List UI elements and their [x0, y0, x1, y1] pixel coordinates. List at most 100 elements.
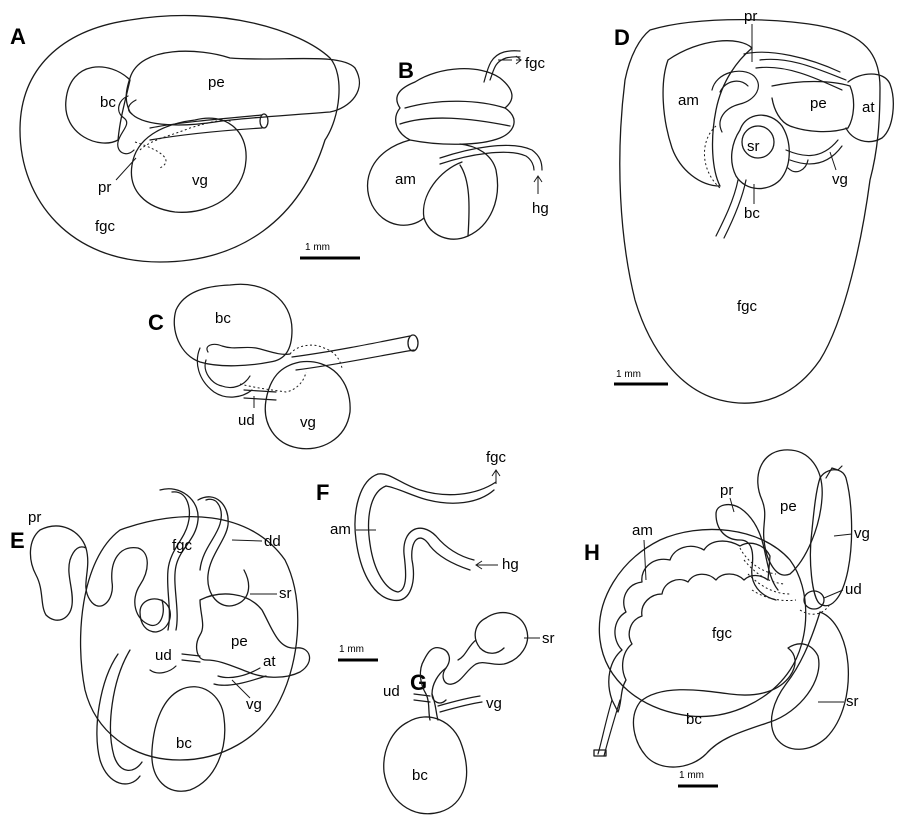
panel-f-label-am: am [330, 521, 351, 538]
panel-d: D pr am pe at sr vg bc fgc 1 mm [614, 8, 893, 403]
panel-a-label-pr: pr [98, 179, 111, 196]
panel-e-dd-tube [160, 489, 249, 630]
panel-f-label-hg: hg [502, 556, 519, 573]
panel-h-label-vg: vg [854, 525, 870, 542]
panel-letter-f: F [316, 480, 329, 505]
panel-h-label-pe: pe [780, 498, 797, 515]
panel-c-tube-end [408, 335, 418, 351]
panel-g-vg-duct [438, 696, 482, 712]
panel-b-arrow-hg [534, 176, 542, 194]
panel-d-label-pr: pr [744, 8, 757, 25]
panel-d-label-fgc: fgc [737, 298, 758, 315]
panel-h-scale-label: 1 mm [679, 770, 704, 781]
panel-b-label-am: am [395, 171, 416, 188]
panel-c-vg-outline [265, 362, 350, 449]
panel-a-fgc-outline [20, 15, 339, 262]
panel-c-label-vg: vg [300, 414, 316, 431]
panel-d-label-at: at [862, 99, 875, 116]
panel-a-vg-outline [131, 118, 246, 212]
panel-e-label-fgc: fgc [172, 537, 193, 554]
panel-h-label-pr: pr [720, 482, 733, 499]
panel-e-label-vg: vg [246, 696, 262, 713]
panel-c-ud-duct [244, 390, 276, 400]
panel-a-duct-end [260, 114, 268, 128]
panel-c-label-bc: bc [215, 310, 231, 327]
panel-e-vg-duct [214, 668, 266, 685]
panel-g-label-vg: vg [486, 695, 502, 712]
panel-f-arrow-hg [476, 561, 498, 569]
panel-g-label-sr: sr [542, 630, 555, 647]
panel-letter-b: B [398, 58, 414, 83]
panel-d-label-pe: pe [810, 95, 827, 112]
panel-h-label-fgc: fgc [712, 625, 733, 642]
panel-b-coil-line-1 [405, 101, 505, 108]
panel-h-label-am: am [632, 522, 653, 539]
panel-e-label-pr: pr [28, 509, 41, 526]
panel-h-am-folds [609, 541, 770, 712]
panel-d-vg-duct [786, 140, 842, 172]
panel-d-pr-coils [712, 52, 846, 132]
panel-b-label-hg: hg [532, 200, 549, 217]
panel-f-am-body [355, 474, 474, 600]
panel-h-label-bc: bc [686, 711, 702, 728]
panel-d-am-outline [663, 41, 752, 186]
panel-e-label-ud: ud [155, 647, 172, 664]
panel-h-leader-am [644, 540, 646, 580]
panel-h-pr-coil [716, 505, 778, 600]
panel-h-label-sr: sr [846, 693, 859, 710]
panel-c-label-ud: ud [238, 412, 255, 429]
panel-d-label-am: am [678, 92, 699, 109]
panel-b-hg-duct [440, 145, 542, 170]
panel-f-am-outline [378, 474, 496, 503]
panel-a: A bc pe pr vg fgc 1 mm [10, 15, 360, 262]
panel-g: G sr ud vg bc [383, 613, 555, 814]
panel-c-coiled-duct [197, 344, 290, 397]
panel-e-left-loop [97, 650, 142, 784]
panel-d-scale-label: 1 mm [616, 369, 641, 380]
panel-d-long-duct [716, 180, 746, 238]
panel-e-loop [140, 599, 170, 632]
panel-g-sr-inner [432, 618, 504, 703]
panel-letter-d: D [614, 25, 630, 50]
panel-d-label-sr: sr [747, 138, 760, 155]
panel-e-pr-coils [30, 526, 163, 625]
panel-f-scale-label: 1 mm [339, 644, 364, 655]
panel-a-label-bc: bc [100, 94, 116, 111]
panel-e-label-pe: pe [231, 633, 248, 650]
panel-letter-e: E [10, 528, 25, 553]
panel-b-lobe-divider-2 [460, 165, 469, 236]
panel-e-label-at: at [263, 653, 276, 670]
panel-a-scale-label: 1 mm [305, 242, 330, 253]
panel-c-bc-outline [174, 284, 292, 366]
panel-b-fgc-duct [484, 51, 520, 82]
panel-h-sr-outline [771, 612, 848, 749]
panel-letter-a: A [10, 24, 26, 49]
panel-f-label-fgc: fgc [486, 449, 507, 466]
panel-d-leader-vg [830, 152, 836, 170]
panel-g-bc-outline [384, 717, 467, 814]
panel-h-vg-tip [826, 466, 842, 478]
panel-e-label-bc: bc [176, 735, 192, 752]
panel-h-leader-vg [834, 534, 852, 536]
panel-g-label-bc: bc [412, 767, 428, 784]
panel-h-label-ud: ud [845, 581, 862, 598]
panel-a-bc-outline [66, 67, 130, 143]
panel-g-label-ud: ud [383, 683, 400, 700]
panel-a-label-vg: vg [192, 172, 208, 189]
panel-b-lobe-divider [423, 162, 462, 218]
panel-b-coil-line-2 [400, 118, 510, 126]
panel-a-label-fgc: fgc [95, 218, 116, 235]
panel-e: E pr fgc dd sr pe ud at vg bc [10, 489, 310, 792]
panel-e-connector [150, 666, 176, 673]
panel-a-hidden-duct [135, 120, 232, 168]
panel-c: C bc ud vg [148, 284, 418, 449]
panel-d-label-vg: vg [832, 171, 848, 188]
panel-letter-h: H [584, 540, 600, 565]
panel-a-leader-pr [116, 158, 136, 180]
panel-letter-c: C [148, 310, 164, 335]
panel-f: F fgc am hg 1 mm [316, 449, 519, 660]
panel-d-label-bc: bc [744, 205, 760, 222]
panel-a-label-pe: pe [208, 74, 225, 91]
